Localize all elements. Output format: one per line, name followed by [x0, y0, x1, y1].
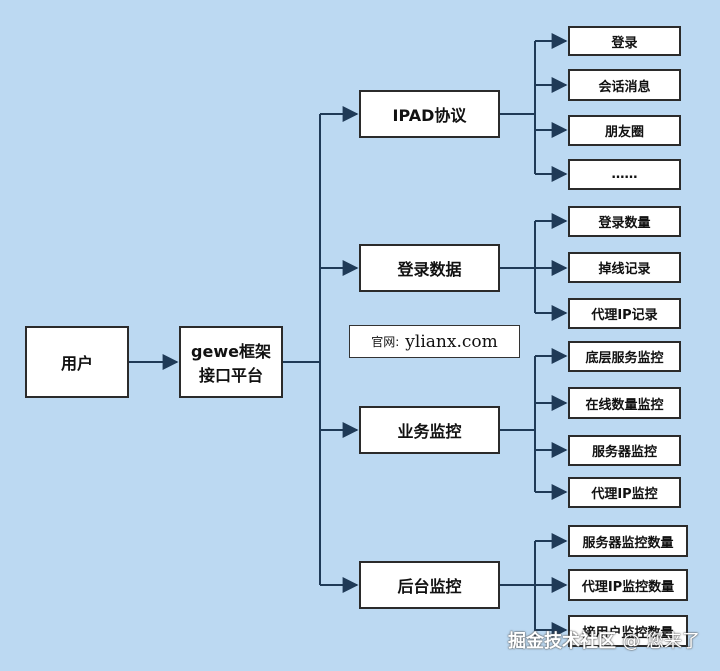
node-ipad: IPAD协议	[359, 90, 500, 138]
site-label-box: 官网: ylianx.com	[349, 325, 520, 358]
node-biz-child: 服务器监控	[568, 435, 681, 466]
node-platform: gewe框架 接口平台	[179, 326, 283, 398]
node-backend-child-label: 接用户监控数量	[582, 625, 674, 641]
node-backend-child: 接用户监控数量	[568, 615, 688, 647]
node-login-child-label: 掉线记录	[598, 262, 651, 277]
node-login-child: 掉线记录	[568, 252, 681, 283]
node-backend-child-label: 服务器监控数量	[582, 535, 674, 551]
node-biz-child-label: 在线数量监控	[585, 397, 664, 413]
node-ipad-child-label: 登录	[611, 35, 638, 51]
node-biz-child-label: 代理IP监控	[591, 487, 658, 502]
node-biz-child: 底层服务监控	[568, 341, 681, 372]
node-biz-child-label: 底层服务监控	[585, 351, 664, 366]
node-biz-monitor-label: 业务监控	[397, 422, 462, 441]
site-url: ylianx.com	[405, 331, 498, 352]
node-backend-monitor: 后台监控	[359, 561, 500, 609]
node-ipad-child-label: ……	[611, 167, 638, 182]
node-backend-monitor-label: 后台监控	[397, 577, 462, 596]
node-user-label: 用户	[60, 354, 93, 373]
node-platform-label-1: gewe框架	[191, 342, 271, 361]
node-backend-child: 服务器监控数量	[568, 525, 688, 557]
node-login-child: 登录数量	[568, 206, 681, 237]
watermark-text: 掘金技术社区	[507, 631, 616, 652]
watermark-handle: @ 您来了	[622, 631, 700, 652]
node-login-child: 代理IP记录	[568, 298, 681, 329]
node-login-data: 登录数据	[359, 244, 500, 292]
node-user: 用户	[25, 326, 129, 398]
watermark: 掘金技术社区 @ 您来了	[508, 627, 700, 653]
node-biz-child-label: 服务器监控	[591, 445, 657, 460]
node-backend-child: 代理IP监控数量	[568, 569, 688, 601]
node-biz-child: 代理IP监控	[568, 477, 681, 508]
node-ipad-child: 朋友圈	[568, 115, 681, 146]
node-backend-child-label: 代理IP监控数量	[581, 579, 675, 595]
node-ipad-child-label: 朋友圈	[604, 125, 644, 140]
node-ipad-child: 会话消息	[568, 69, 681, 101]
node-login-child-label: 登录数量	[598, 216, 651, 231]
node-biz-child: 在线数量监控	[568, 387, 681, 419]
node-biz-monitor: 业务监控	[359, 406, 500, 454]
node-ipad-child: ……	[568, 159, 681, 190]
node-login-child-label: 代理IP记录	[591, 308, 658, 323]
node-ipad-child: 登录	[568, 26, 681, 56]
site-label: 官网:	[371, 335, 400, 349]
node-login-data-label: 登录数据	[397, 260, 462, 279]
node-platform-label-2: 接口平台	[198, 366, 263, 385]
node-ipad-child-label: 会话消息	[598, 79, 651, 95]
node-ipad-label: IPAD协议	[392, 106, 467, 125]
